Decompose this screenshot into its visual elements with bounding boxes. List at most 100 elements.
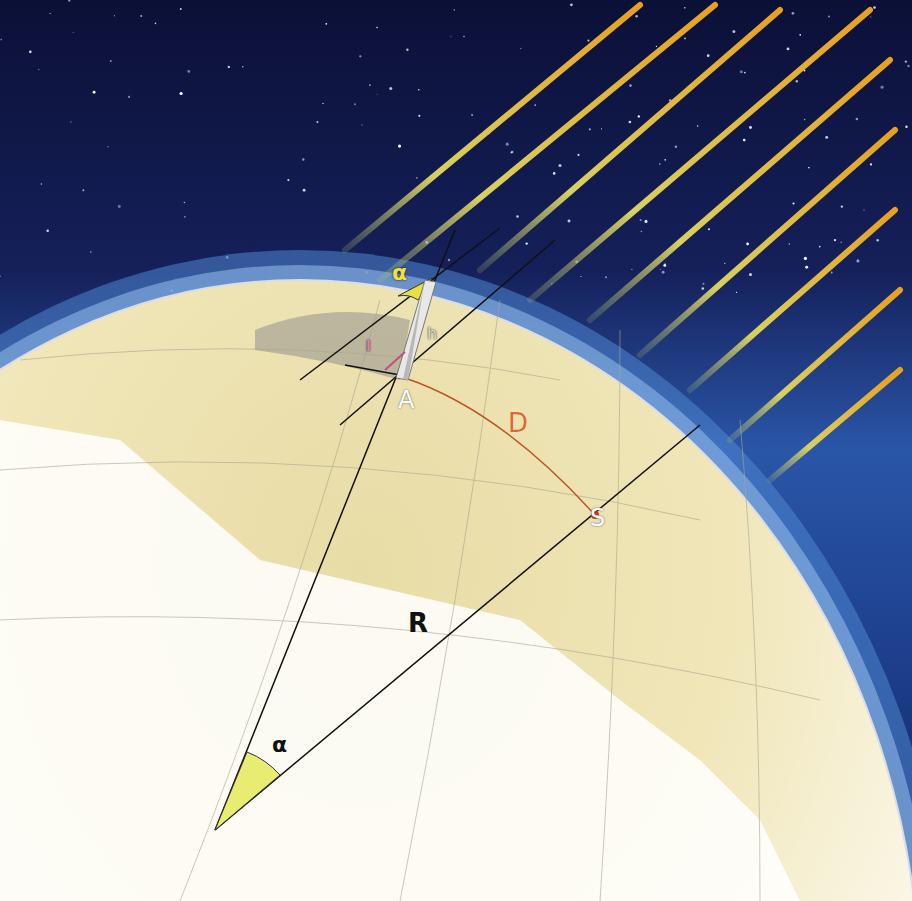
star — [187, 70, 190, 73]
star — [702, 287, 705, 290]
star — [118, 205, 121, 208]
star — [644, 220, 647, 223]
star — [242, 66, 243, 67]
star — [377, 94, 378, 95]
star — [834, 239, 836, 241]
star — [792, 12, 795, 15]
star — [568, 219, 571, 222]
star — [322, 103, 323, 104]
star — [82, 189, 84, 191]
star — [675, 146, 678, 149]
star — [870, 163, 872, 165]
distance-label: D — [508, 410, 528, 436]
radius-label: R — [408, 610, 428, 636]
star — [740, 70, 743, 73]
star — [93, 91, 96, 94]
star — [155, 23, 157, 25]
point-label: S — [590, 506, 605, 530]
star — [796, 80, 799, 83]
star — [805, 266, 808, 269]
star — [819, 246, 821, 248]
star — [41, 183, 43, 185]
star — [73, 32, 74, 33]
star — [873, 6, 876, 9]
star — [369, 84, 371, 86]
star — [418, 89, 420, 91]
star — [905, 60, 907, 62]
shadow-label: l — [366, 339, 371, 353]
star — [736, 292, 737, 293]
star — [418, 115, 420, 117]
star — [601, 128, 602, 129]
star — [0, 39, 2, 41]
star — [38, 69, 39, 70]
star — [448, 259, 451, 262]
star — [140, 15, 142, 17]
star — [656, 46, 657, 47]
star — [471, 114, 473, 116]
star — [629, 121, 632, 124]
point-label: A — [398, 388, 414, 412]
star — [663, 264, 666, 267]
star — [605, 276, 607, 278]
star — [589, 128, 591, 130]
star — [180, 8, 182, 10]
star — [856, 118, 859, 121]
star — [354, 103, 356, 105]
star — [684, 38, 686, 40]
star — [558, 164, 561, 167]
star — [534, 104, 536, 106]
star — [708, 228, 710, 230]
star — [825, 136, 828, 139]
star — [629, 84, 632, 87]
star — [302, 158, 304, 160]
star — [0, 275, 1, 277]
star — [506, 143, 509, 146]
star — [804, 257, 807, 260]
star — [570, 3, 573, 6]
star — [831, 272, 833, 274]
star — [450, 36, 451, 37]
star — [361, 124, 362, 125]
star — [841, 242, 842, 243]
star — [114, 15, 115, 16]
star — [46, 230, 49, 233]
star — [684, 7, 686, 9]
star — [863, 209, 864, 210]
star — [376, 27, 378, 29]
star — [228, 66, 230, 68]
star — [303, 189, 306, 192]
star — [828, 16, 830, 18]
star — [635, 15, 638, 18]
star — [732, 30, 735, 33]
star — [787, 47, 790, 50]
star — [520, 48, 521, 49]
star — [180, 92, 183, 95]
star — [804, 119, 806, 121]
star — [881, 86, 884, 89]
star — [359, 55, 361, 57]
star — [110, 60, 112, 62]
star — [792, 202, 794, 204]
star — [746, 243, 749, 246]
star — [29, 50, 32, 53]
star — [316, 121, 318, 123]
star — [389, 87, 392, 90]
star — [697, 125, 699, 127]
star — [702, 283, 704, 285]
angle-label: α — [392, 262, 407, 284]
star — [707, 54, 710, 57]
star — [641, 231, 643, 233]
star — [907, 65, 909, 67]
height-label: h — [427, 326, 437, 342]
star — [856, 259, 859, 262]
star — [511, 151, 514, 154]
angle-label: α — [272, 734, 287, 756]
star — [799, 34, 801, 36]
star — [516, 215, 518, 217]
star — [744, 72, 746, 74]
star — [108, 146, 109, 147]
star — [577, 154, 579, 156]
